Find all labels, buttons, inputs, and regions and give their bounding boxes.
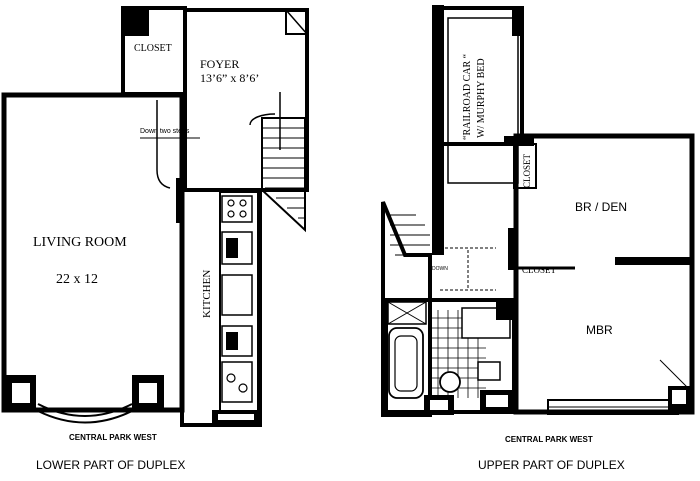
foyer-label: FOYER: [200, 57, 239, 71]
murphy-bed-label: W/ MURPHY BED: [476, 58, 487, 138]
bath-sink: [477, 361, 501, 381]
toilet: [439, 371, 461, 393]
bathtub: [388, 327, 424, 399]
mid-closet-label: CLOSET: [522, 265, 557, 275]
cabinet: [221, 274, 253, 316]
murphy-bed: [447, 17, 519, 184]
lower-caption: LOWER PART OF DUPLEX: [36, 458, 185, 472]
br-den-label: BR / DEN: [575, 200, 627, 214]
foyer-dimensions: 13’6” x 8’6’: [200, 71, 259, 85]
upper-floor-plan: [381, 5, 695, 417]
foyer-duct: [285, 9, 308, 35]
lower-floor-plan: [1, 6, 309, 427]
stove: [221, 195, 253, 223]
living-room: [1, 92, 185, 413]
living-room-dimensions: 22 x 12: [56, 272, 98, 287]
living-door-swing: [156, 100, 171, 189]
upper-staircase: [381, 201, 496, 417]
steps-note: Down two steps: [140, 128, 190, 135]
down-label: DOWN: [432, 266, 448, 272]
lower-staircase: [249, 113, 306, 233]
kitchen-label: KITCHEN: [201, 270, 213, 318]
sink: [221, 361, 253, 403]
upper-caption: UPPER PART OF DUPLEX: [478, 458, 625, 472]
bedroom-partition: [615, 257, 693, 265]
dishwasher: [221, 325, 253, 357]
living-room-label: LIVING ROOM: [33, 235, 127, 250]
lower-street-label: CENTRAL PARK WEST: [69, 433, 157, 442]
foyer-room: [183, 8, 309, 192]
railroad-car-label: “RAILROAD CAR “: [462, 53, 473, 140]
lower-closet-label: CLOSET: [134, 43, 172, 54]
closet-column: [123, 8, 149, 36]
fridge: [221, 231, 253, 265]
side-closet-label: CLOSET: [522, 153, 532, 188]
mbr-label: MBR: [586, 323, 613, 337]
upper-street-label: CENTRAL PARK WEST: [505, 435, 593, 444]
linen-closet: [387, 301, 427, 325]
bay-window: [37, 403, 133, 417]
